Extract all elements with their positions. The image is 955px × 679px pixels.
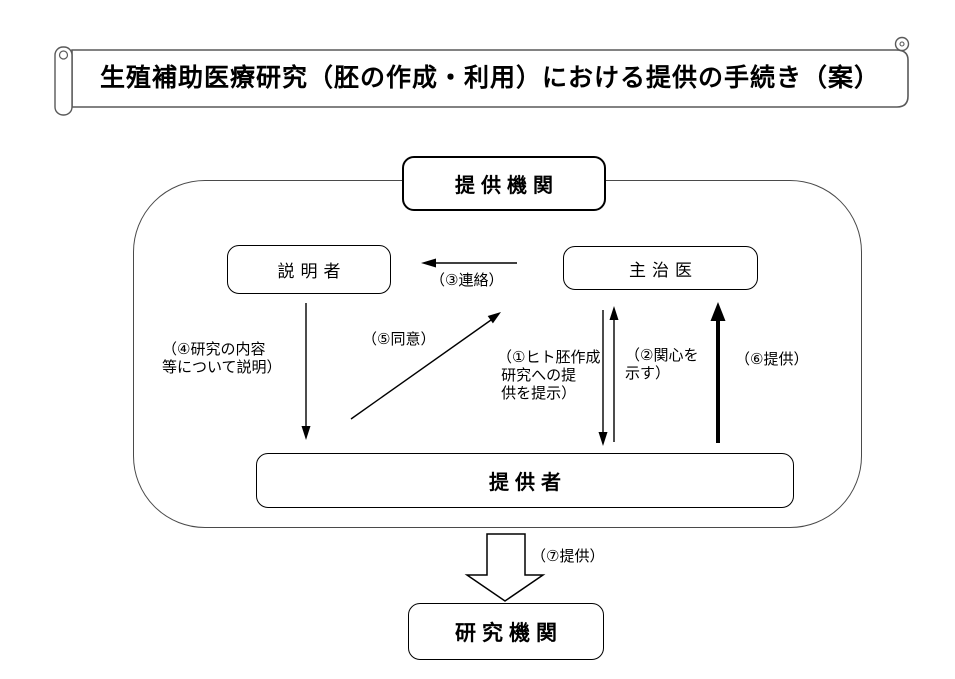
provider-organization-box: 提供機関 <box>402 156 606 211</box>
label-step4: （④研究の内容 等について説明） <box>162 341 282 376</box>
attending-doctor-label: 主治医 <box>629 260 698 280</box>
explainer-label: 説明者 <box>277 262 347 281</box>
label-step6: （⑥提供） <box>735 351 809 368</box>
banner-right-curl-icon <box>894 36 910 52</box>
research-organization-box: 研究機関 <box>408 603 604 660</box>
banner-left-curl-icon <box>58 50 69 60</box>
donor-box: 提供者 <box>256 453 794 508</box>
research-organization-label: 研究機関 <box>455 621 563 645</box>
attending-doctor-box: 主治医 <box>563 246 758 290</box>
provider-organization-label: 提供機関 <box>455 175 559 197</box>
donor-label: 提供者 <box>489 472 567 494</box>
banner-right-curl-inner <box>899 41 905 47</box>
label-step7: （⑦提供） <box>531 548 605 565</box>
explainer-box: 説明者 <box>227 245 391 294</box>
diagram-title: 生殖補助医療研究（胚の作成・利用）における提供の手続き（案） <box>99 64 880 92</box>
label-step1: （①ヒト胚作成 研究への提 供を提示） <box>497 349 601 402</box>
banner-left-roll <box>54 46 73 116</box>
label-step5: （⑤同意） <box>362 331 436 348</box>
label-step3: （③連絡） <box>430 272 504 289</box>
label-step2: （②関心を 示す） <box>625 347 699 382</box>
arrow-step7-provide-block-icon <box>464 533 546 602</box>
